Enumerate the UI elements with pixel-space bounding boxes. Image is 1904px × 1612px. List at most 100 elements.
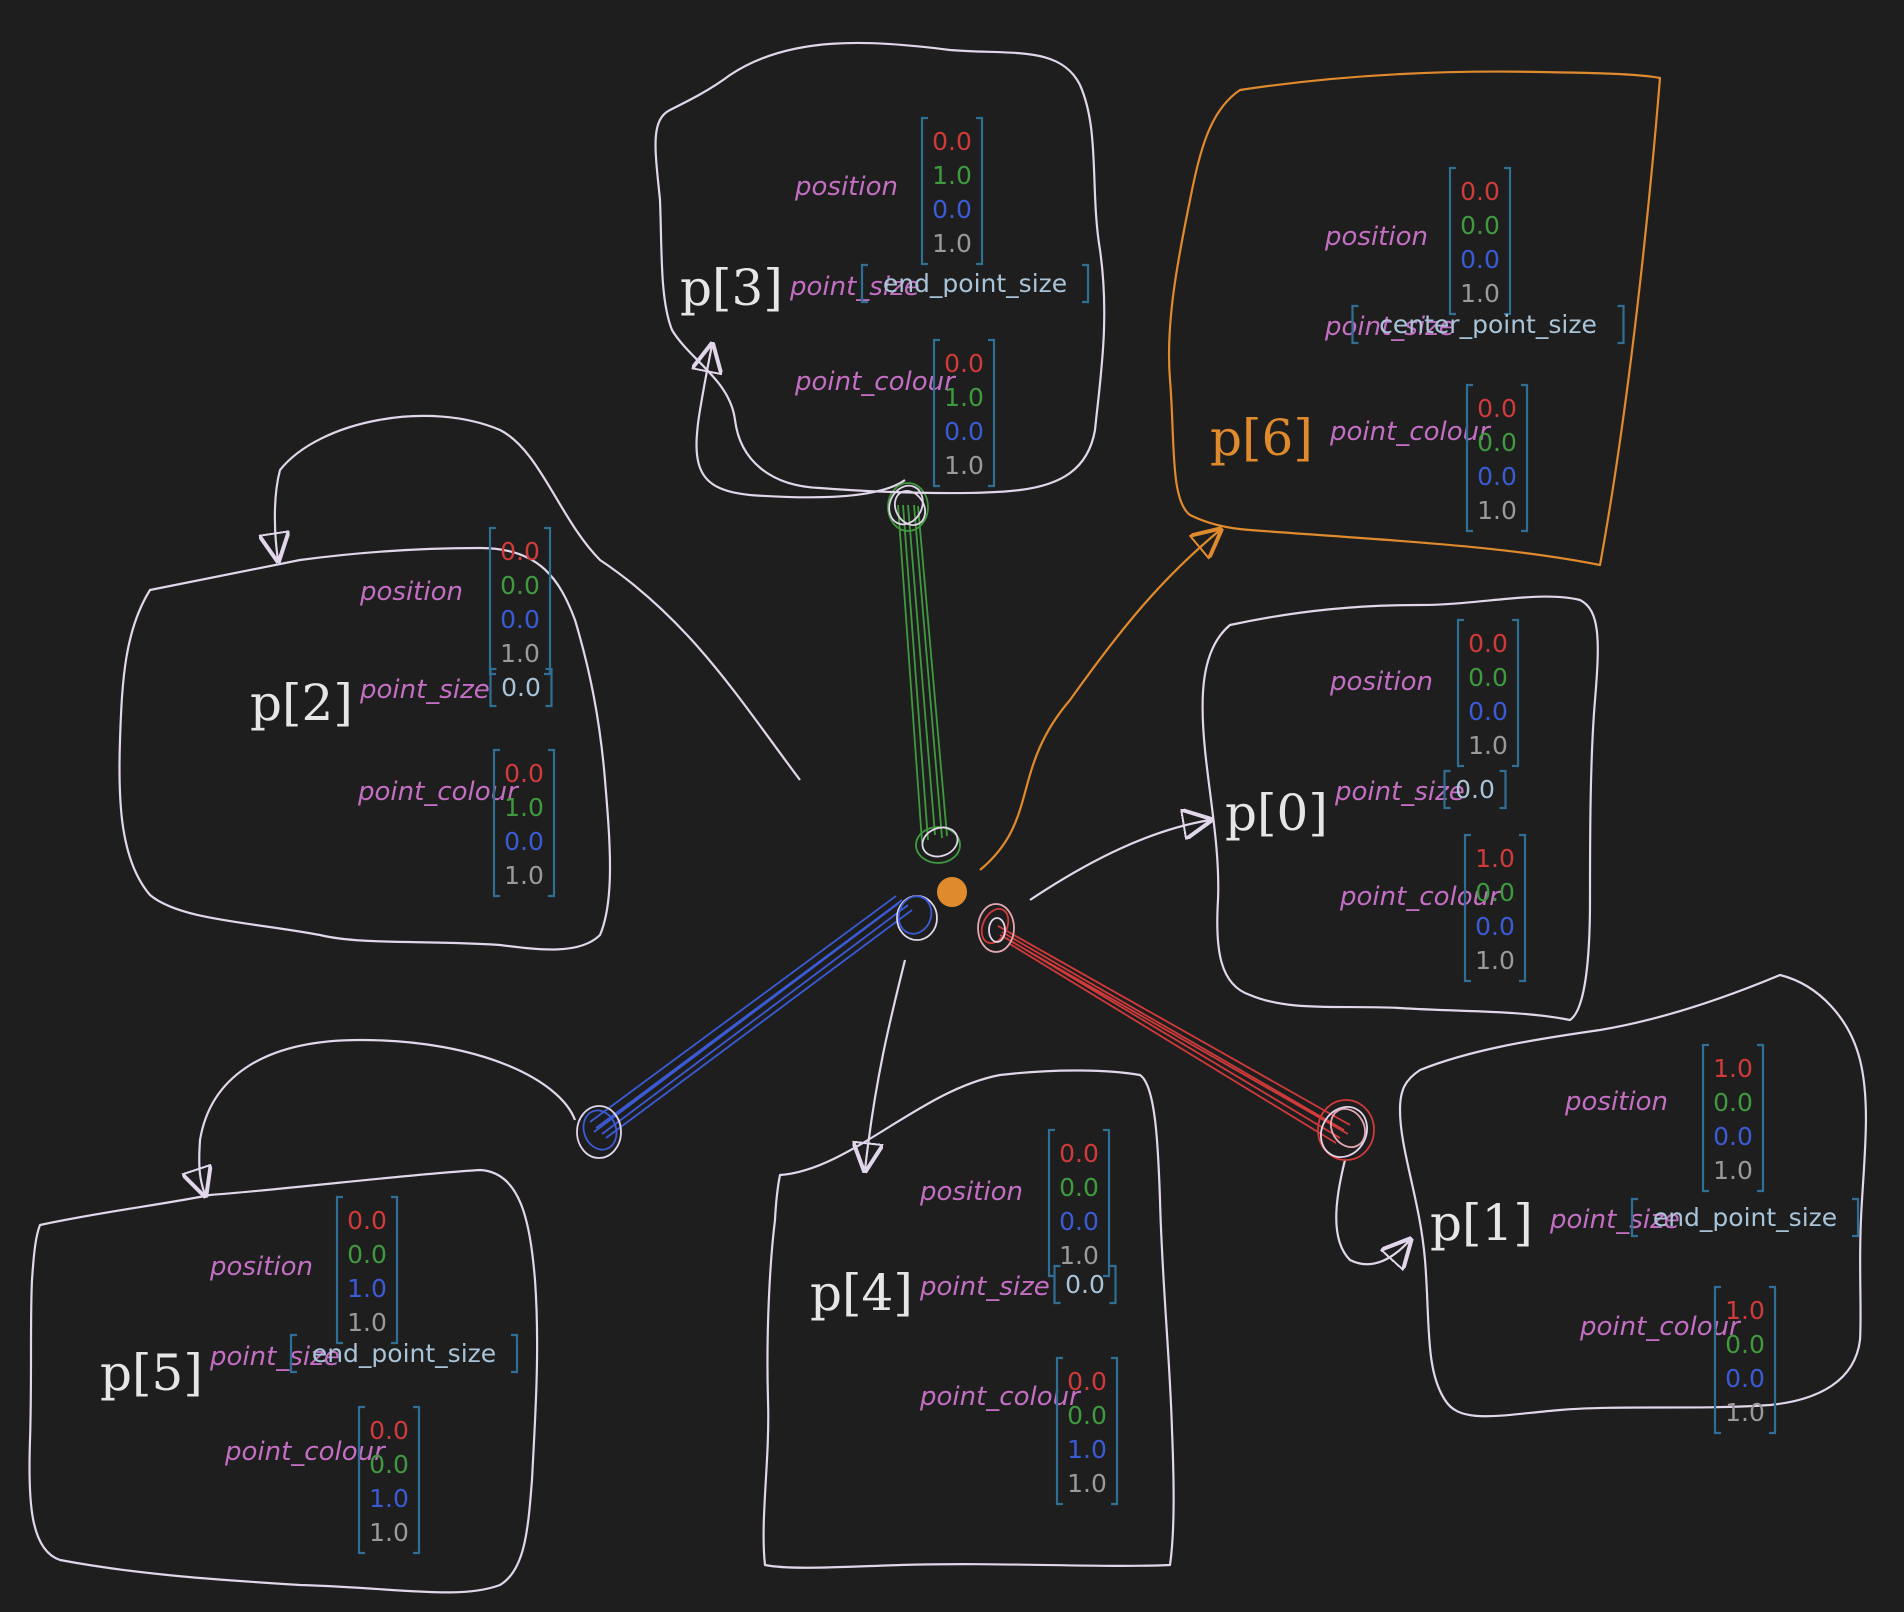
vector-component: 1.0 <box>1475 946 1515 975</box>
point-label: p[5] <box>100 1344 203 1402</box>
point-colour-vector: 0.00.00.01.0 <box>1465 383 1529 533</box>
vector-component: 1.0 <box>1067 1469 1107 1498</box>
point-size-bracket <box>1630 1197 1860 1238</box>
axis-bundles <box>589 504 1351 1144</box>
point-colour-vector: 0.01.00.01.0 <box>492 748 556 898</box>
point-size-label: point_size <box>209 1342 340 1372</box>
point-size-value: end_point_size <box>860 263 1090 304</box>
connector-to-p1 <box>1335 1159 1410 1264</box>
point-size-label: point_size <box>1324 312 1455 342</box>
vector-component: 0.0 <box>1059 1139 1099 1168</box>
axis-green <box>897 504 948 843</box>
vector-component: 0.0 <box>944 349 984 378</box>
position-vector: 0.00.01.01.0 <box>335 1195 399 1345</box>
point-size-text: end_point_size <box>1653 1203 1837 1232</box>
connector-to-p6 <box>979 530 1220 871</box>
point-colour-label: point_colour <box>1579 1312 1742 1342</box>
vector-bracket <box>488 526 552 676</box>
outline-p6 <box>1167 70 1662 567</box>
position-label: position <box>209 1252 313 1282</box>
point-boxes: p[0]position0.00.00.01.0point_size0.0poi… <box>100 116 1860 1555</box>
point-size-text: end_point_size <box>883 269 1067 298</box>
axis-blue <box>589 895 913 1139</box>
position-label: position <box>1324 222 1428 252</box>
point-box-p1: p[1]position1.00.00.01.0point_sizeend_po… <box>1430 1043 1860 1435</box>
point-size-value: end_point_size <box>1630 1197 1860 1238</box>
vector-bracket <box>932 338 996 488</box>
vector-component: 0.0 <box>1460 245 1500 274</box>
vector-component: 0.0 <box>504 827 544 856</box>
vector-component: 0.0 <box>500 537 540 566</box>
marker-center-orange <box>937 877 967 907</box>
outline-p1 <box>1398 973 1868 1418</box>
vector-component: 0.0 <box>1713 1088 1753 1117</box>
connector-to-p3 <box>697 345 906 499</box>
vector-bracket <box>1465 383 1529 533</box>
vector-bracket <box>492 748 556 898</box>
vector-component: 0.0 <box>347 1240 387 1269</box>
vector-component: 1.0 <box>1067 1435 1107 1464</box>
position-label: position <box>1564 1087 1668 1117</box>
point-box-p0: p[0]position0.00.00.01.0point_size0.0poi… <box>1225 618 1527 983</box>
vector-bracket <box>1701 1043 1765 1193</box>
point-colour-label: point_colour <box>919 1382 1082 1412</box>
point-size-label: point_size <box>359 675 490 705</box>
vector-component: 0.0 <box>1475 912 1515 941</box>
point-label: p[1] <box>1430 1194 1533 1252</box>
vector-component: 0.0 <box>1059 1207 1099 1236</box>
outline-p0 <box>1201 595 1599 1022</box>
vector-component: 1.0 <box>1713 1156 1753 1185</box>
vector-component: 0.0 <box>1059 1173 1099 1202</box>
vector-bracket <box>1448 166 1512 316</box>
vector-component: 0.0 <box>1468 697 1508 726</box>
position-vector: 0.00.00.01.0 <box>1448 166 1512 316</box>
vector-bracket <box>1713 1285 1777 1435</box>
marker-center-red <box>977 903 1015 953</box>
vector-bracket <box>920 116 984 266</box>
outline-p2 <box>118 546 612 951</box>
point-size-text: 0.0 <box>1455 775 1495 804</box>
vector-component: 0.0 <box>500 571 540 600</box>
vector-component: 0.0 <box>369 1416 409 1445</box>
point-markers <box>576 482 1375 1161</box>
vector-component: 0.0 <box>1067 1401 1107 1430</box>
vector-component: 1.0 <box>932 229 972 258</box>
vector-component: 0.0 <box>504 759 544 788</box>
point-size-value: center_point_size <box>1351 304 1625 345</box>
vector-component: 0.0 <box>1477 394 1517 423</box>
vector-component: 0.0 <box>1468 663 1508 692</box>
point-colour-vector: 0.00.01.01.0 <box>357 1405 421 1555</box>
point-size-value: 0.0 <box>1443 769 1507 810</box>
vector-component: 0.0 <box>932 195 972 224</box>
point-size-text: center_point_size <box>1379 310 1597 339</box>
outline-p4 <box>762 1069 1175 1569</box>
position-vector: 0.00.00.01.0 <box>1047 1128 1111 1278</box>
vector-bracket <box>1047 1128 1111 1278</box>
vector-component: 1.0 <box>1477 496 1517 525</box>
point-size-bracket <box>289 1333 519 1374</box>
point-size-value: 0.0 <box>489 667 553 708</box>
vector-bracket <box>1055 1356 1119 1506</box>
vector-component: 1.0 <box>369 1518 409 1547</box>
vector-component: 1.0 <box>944 383 984 412</box>
point-label: p[3] <box>680 259 783 317</box>
marker-p5 <box>576 1105 622 1159</box>
position-label: position <box>919 1177 1023 1207</box>
point-size-value: 0.0 <box>1053 1264 1117 1305</box>
point-colour-vector: 0.01.00.01.0 <box>932 338 996 488</box>
vector-component: 0.0 <box>1477 462 1517 491</box>
vector-component: 0.0 <box>1460 211 1500 240</box>
point-colour-label: point_colour <box>357 777 520 807</box>
point-colour-label: point_colour <box>1329 417 1492 447</box>
vector-component: 1.0 <box>369 1484 409 1513</box>
point-size-label: point_size <box>1334 777 1465 807</box>
vector-component: 1.0 <box>1460 279 1500 308</box>
point-label: p[2] <box>250 674 353 732</box>
point-colour-label: point_colour <box>794 367 957 397</box>
position-label: position <box>1329 667 1433 697</box>
vector-component: 0.0 <box>1713 1122 1753 1151</box>
marker-center-blue <box>896 895 938 941</box>
position-vector: 0.00.00.01.0 <box>1456 618 1520 768</box>
